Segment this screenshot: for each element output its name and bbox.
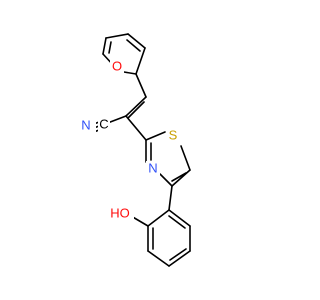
thiazole-nitrogen-label: N — [148, 160, 157, 175]
bond — [168, 250, 191, 267]
furan-ring — [102, 33, 146, 75]
bond — [123, 71, 137, 75]
bond — [180, 145, 191, 171]
thiazole-sulfur-label: S — [169, 127, 178, 142]
bond — [102, 37, 107, 55]
bond — [125, 115, 147, 141]
bond — [126, 39, 141, 52]
bond — [168, 209, 191, 227]
phenol-ring — [130, 185, 191, 267]
structure-canvas: O N C S N HO — [81, 33, 191, 267]
bond — [169, 248, 187, 261]
bond — [108, 41, 112, 54]
bond — [127, 33, 146, 49]
nitrile-nitrogen-label: N — [81, 117, 90, 132]
bond — [105, 33, 129, 39]
bond — [127, 101, 145, 119]
vinyl-linker — [125, 73, 147, 141]
bond — [168, 215, 186, 229]
bond — [147, 250, 170, 267]
bond — [147, 209, 170, 227]
bond — [171, 169, 191, 187]
bond — [135, 47, 146, 75]
phenol-hydroxyl-label: HO — [110, 205, 130, 220]
furan-oxygen-label: O — [112, 58, 122, 73]
nitrile-carbon-label: C — [99, 116, 108, 131]
bond — [135, 73, 147, 98]
thiazole-ring — [145, 131, 191, 187]
bond — [159, 173, 173, 187]
bond — [145, 131, 166, 141]
bond — [125, 96, 147, 117]
molecule-structure: O N C S N HO — [81, 33, 191, 267]
bond — [171, 172, 187, 182]
bond — [168, 185, 173, 211]
